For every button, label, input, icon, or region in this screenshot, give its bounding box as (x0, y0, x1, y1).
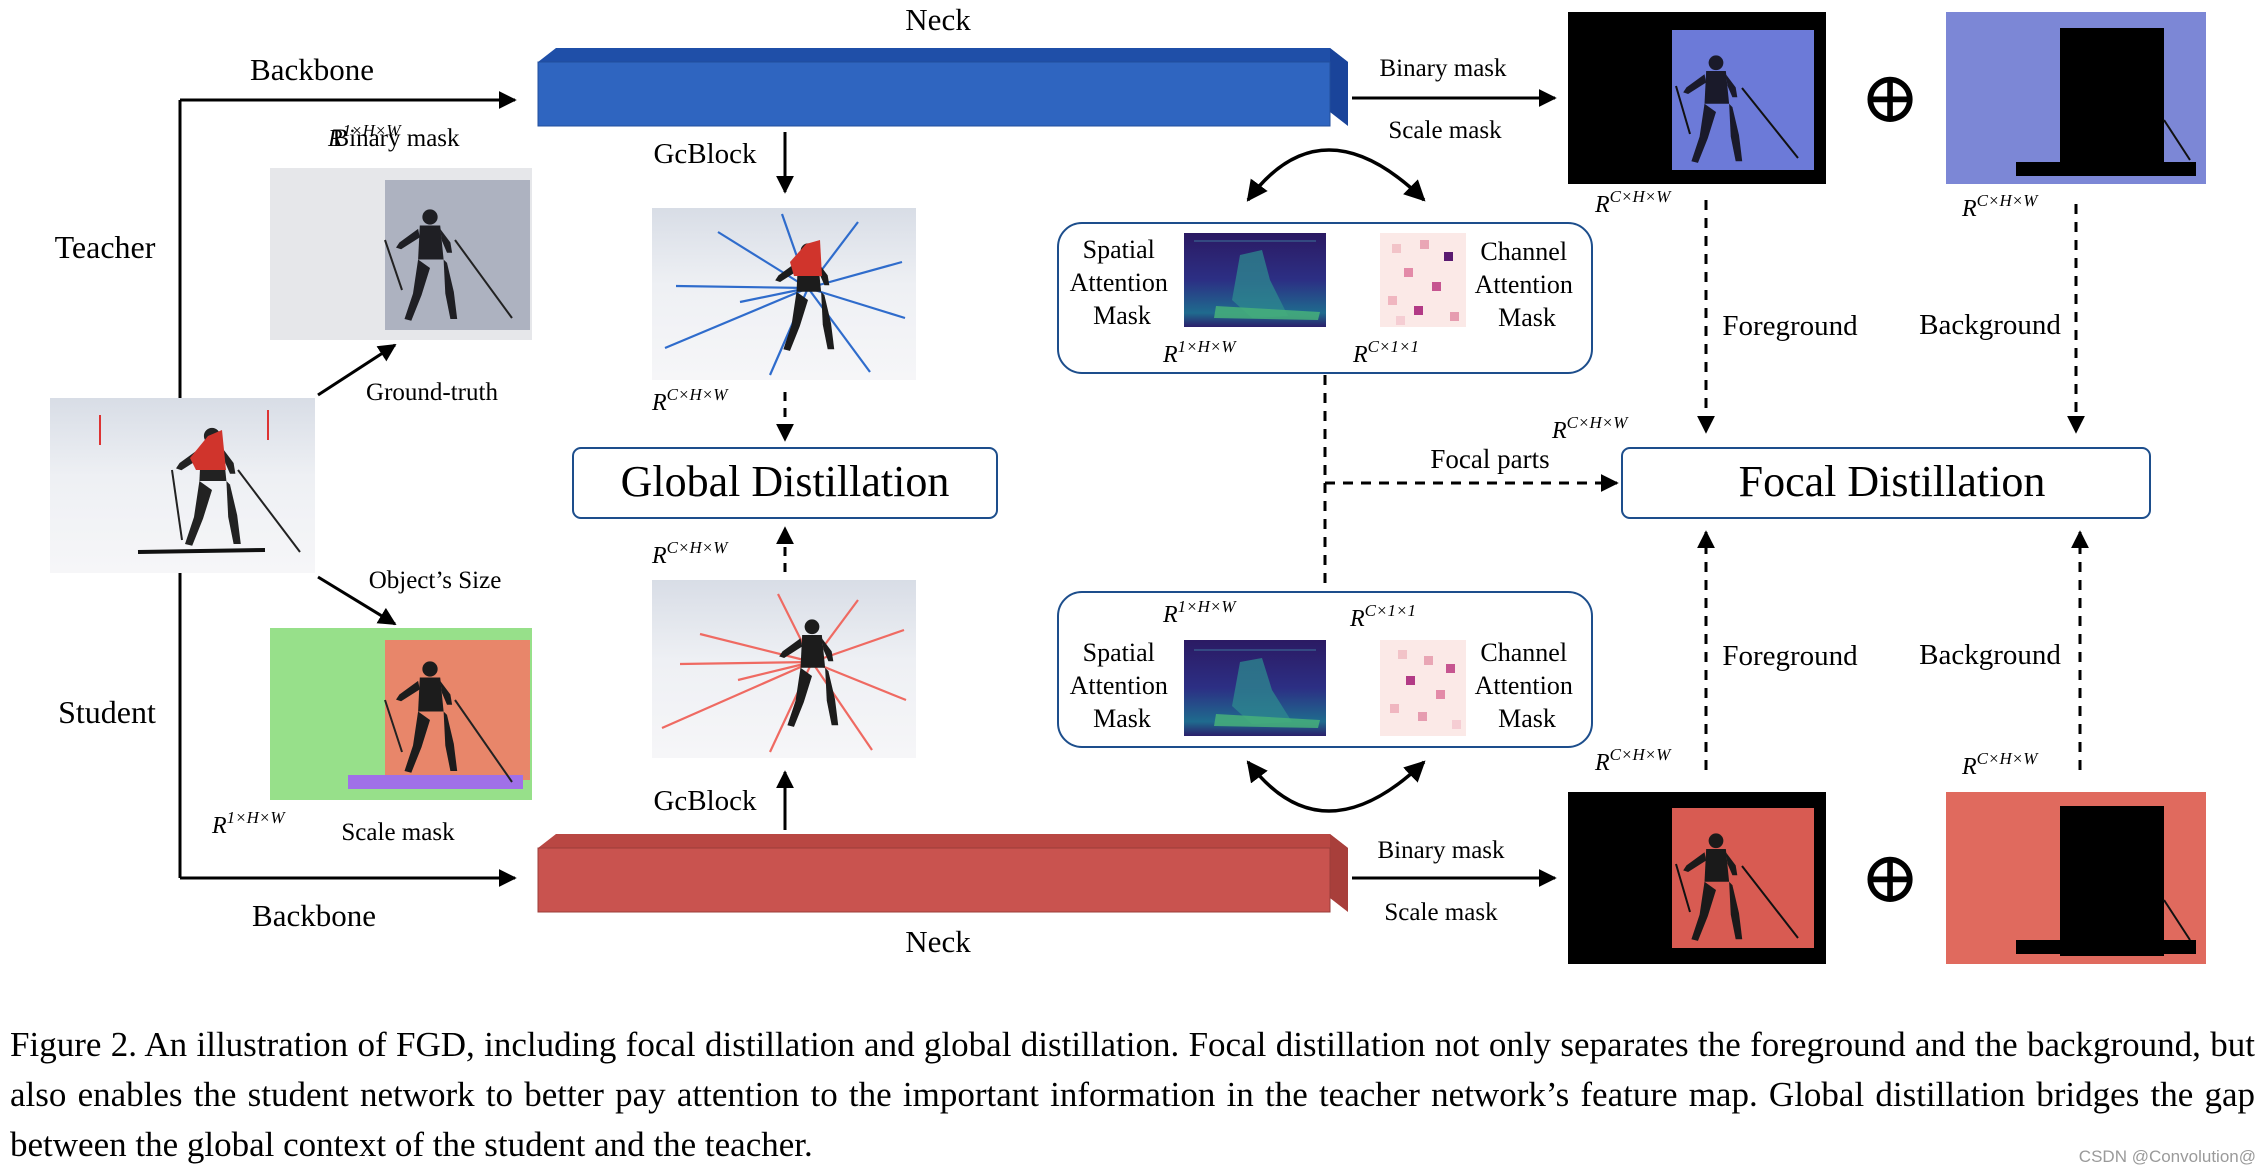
student-scale-mask-label: Scale mask (341, 819, 455, 846)
student-fg-shape: RC×H×W (1594, 745, 1672, 776)
teacher-spatial-shape: R1×H×W (1162, 337, 1237, 368)
student-background-label: Background (1919, 639, 2061, 671)
teacher-scale-mask-out-label: Scale mask (1388, 117, 1502, 144)
teacher-neck-label: Neck (905, 2, 971, 37)
student-attention-box: Spatial Attention Mask Channel Attention… (1057, 591, 1593, 748)
ground-truth-arrow (317, 343, 397, 397)
student-label: Student (58, 694, 156, 730)
focal-distillation-label: Focal Distillation (1739, 457, 2046, 506)
objects-size-label: Object’s Size (369, 567, 502, 594)
teacher-spatial-heatmap (1184, 233, 1326, 327)
student-spatial-heatmap (1184, 640, 1326, 736)
teacher-backbone-label: Backbone (250, 52, 374, 87)
student-channel-shape: RC×1×1 (1349, 601, 1416, 632)
student-mask-shape: R1×H×W (211, 808, 286, 839)
teacher-binary-mask-out-label: Binary mask (1379, 55, 1507, 82)
teacher-channel-attention-label: Channel Attention Mask (1475, 237, 1580, 332)
teacher-attention-box: Spatial Attention Mask Channel Attention… (1057, 222, 1593, 374)
ground-truth-label: Ground-truth (366, 379, 498, 406)
student-backbone-label: Backbone (252, 898, 376, 933)
teacher-neck (537, 48, 1348, 127)
teacher-binary-mask-label: Binary mask (332, 125, 460, 152)
teacher-gcblock-label: GcBlock (653, 138, 757, 170)
student-oplus-icon: ⊕ (1860, 838, 1920, 918)
global-distillation-label: Global Distillation (621, 457, 950, 506)
student-channel-attention-label: Channel Attention Mask (1475, 638, 1580, 733)
focal-distillation-box: Focal Distillation (1621, 447, 2151, 519)
student-attention-curve-arrow (1246, 760, 1426, 813)
teacher-binary-mask-image (270, 168, 532, 340)
focal-parts-label: Focal parts (1430, 444, 1549, 474)
teacher-gc-shape: RC×H×W (651, 385, 729, 416)
student-foreground-label: Foreground (1722, 640, 1858, 672)
teacher-mask-shape: R1×H×W (327, 121, 402, 152)
watermark: CSDN @Convolution@ (2078, 1147, 2256, 1166)
student-foreground-image (1568, 792, 1826, 964)
student-gcblock-label: GcBlock (653, 785, 757, 817)
global-distillation-box: Global Distillation (572, 447, 998, 519)
focal-input-shape: RC×H×W (1551, 413, 1629, 444)
student-scale-mask-out-label: Scale mask (1384, 899, 1498, 926)
student-gc-shape: RC×H×W (651, 538, 729, 569)
student-binary-mask-out-label: Binary mask (1377, 837, 1505, 864)
student-background-image (1946, 792, 2206, 964)
student-spatial-shape: R1×H×W (1162, 597, 1237, 628)
teacher-oplus-icon: ⊕ (1860, 58, 1920, 138)
student-gcblock-image (652, 580, 916, 758)
teacher-background-label: Background (1919, 309, 2061, 341)
teacher-channel-heatmap (1380, 233, 1466, 327)
student-bg-shape: RC×H×W (1961, 749, 2039, 780)
teacher-channel-shape: RC×1×1 (1352, 337, 1419, 368)
student-neck-label: Neck (905, 924, 971, 959)
teacher-spatial-attention-label: Spatial Attention Mask (1070, 235, 1175, 330)
teacher-gcblock-image (652, 208, 916, 380)
figure-caption: Figure 2. An illustration of FGD, includ… (10, 1025, 2255, 1164)
objects-size-arrow (317, 575, 397, 626)
teacher-background-image (1946, 12, 2206, 184)
teacher-fg-shape: RC×H×W (1594, 187, 1672, 218)
teacher-bg-shape: RC×H×W (1961, 191, 2039, 222)
input-image (50, 398, 315, 573)
teacher-foreground-image (1568, 12, 1826, 184)
teacher-foreground-label: Foreground (1722, 310, 1858, 342)
student-scale-mask-image (270, 628, 532, 800)
student-spatial-attention-label: Spatial Attention Mask (1070, 638, 1175, 733)
teacher-label: Teacher (55, 229, 156, 265)
teacher-attention-curve-arrow (1246, 148, 1426, 202)
student-neck (537, 834, 1348, 913)
student-channel-heatmap (1380, 640, 1466, 736)
